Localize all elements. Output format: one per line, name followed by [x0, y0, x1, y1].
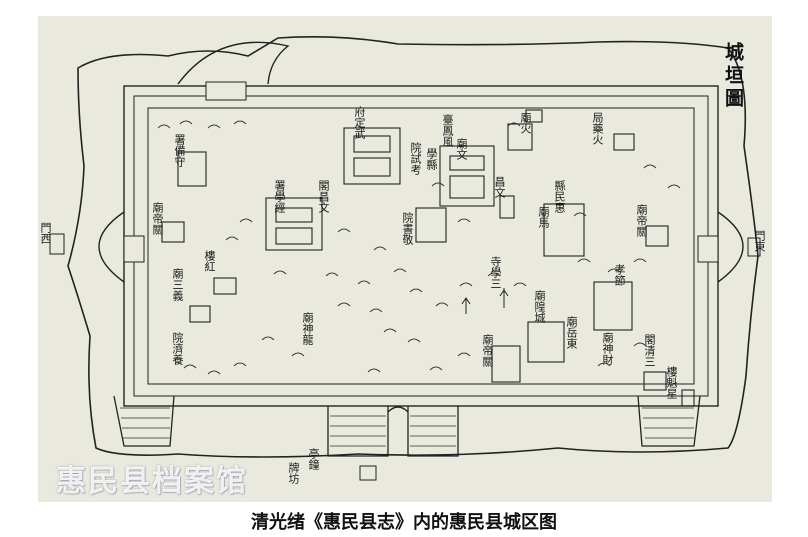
label-east-gate: 門東 — [753, 230, 766, 252]
city-inner-line — [147, 107, 695, 385]
compound-huashen — [265, 197, 323, 251]
city-wall-inner — [133, 95, 709, 397]
compound-jingshu — [415, 207, 447, 243]
label-wenchang-ge: 閣昌文 — [317, 180, 330, 213]
label-chenghuang: 廟隍城 — [533, 290, 546, 323]
label-wenmiao: 廟文 — [455, 138, 468, 160]
label-guandi-west: 廟帝關 — [151, 202, 164, 235]
compound-sanqing — [643, 371, 667, 391]
label-guandi-center: 廟帝關 — [481, 334, 494, 367]
label-yangji: 院濟養 — [171, 332, 184, 365]
tree-marks — [461, 288, 509, 314]
compound-east-outer — [747, 237, 761, 257]
se-bastion — [637, 395, 701, 447]
label-sanyi: 廟三義 — [171, 268, 184, 301]
label-shizi: 牌坊 — [287, 462, 300, 484]
compound-wuding-fu — [343, 127, 401, 185]
label-huowu: 廟火 — [519, 112, 532, 134]
moat-outline — [67, 36, 759, 458]
compound-huiminxian — [543, 203, 585, 257]
north-gate — [177, 41, 290, 85]
compound-honglou — [189, 305, 211, 323]
label-shouzhu: 署備守 — [173, 134, 186, 167]
compound-guandi-east — [645, 225, 669, 247]
label-kuixing: 樓魁星 — [665, 366, 678, 399]
compound-wenchang-ge — [499, 195, 515, 219]
label-fengtai: 臺鳳風 — [441, 114, 454, 147]
city-map-drawing — [49, 36, 761, 481]
label-sanguan: 寺學三 — [489, 256, 502, 289]
compound-west-outer — [49, 233, 65, 255]
south-gate — [327, 406, 459, 457]
label-huoyao: 局藥火 — [591, 112, 604, 145]
label-longshen: 廟神龍 — [301, 312, 314, 345]
east-gate — [717, 211, 744, 283]
sw-bastion — [113, 395, 175, 447]
label-honglou: 樓紅 — [203, 250, 216, 272]
compound-chenghuang — [527, 321, 565, 363]
label-dingzhong: 亭鐘 — [307, 448, 320, 470]
label-kaoshi-yuan: 院試考 — [409, 142, 422, 175]
compound-wenchang — [507, 123, 533, 151]
compound-guandi-west — [161, 221, 185, 243]
label-huashen: 署學經 — [273, 180, 286, 213]
west-gate — [98, 211, 125, 283]
label-wenchang: 昌文 — [493, 176, 506, 198]
compound-kuixing — [681, 389, 695, 407]
label-mashen: 廟馬 — [537, 206, 550, 228]
dwelling-marks — [157, 120, 681, 375]
figure-caption: 清光绪《惠民县志》内的惠民县城区图 — [251, 512, 557, 533]
compound-huoyao — [613, 133, 635, 151]
label-xiao: 孝節 — [613, 264, 626, 286]
label-guandi-east: 廟帝關 — [635, 204, 648, 237]
label-caishen: 廟神財 — [601, 332, 614, 365]
label-sanqing: 閣清三 — [643, 334, 656, 367]
compound-south-shrine — [359, 465, 377, 481]
map-panel: 城垣圖 府定武 臺鳳風 廟文 昌文 院試考 學縣 署備守 署學經 閣昌文 縣民惠… — [38, 16, 772, 502]
compound-sanyi — [213, 277, 237, 295]
label-huiminxian: 縣民惠 — [553, 180, 566, 213]
compound-fengtai — [439, 145, 495, 207]
watermark: 惠民县档案馆 — [56, 464, 248, 499]
label-wuding-fu: 府定武 — [353, 106, 366, 139]
label-west-gate: 門西 — [39, 222, 52, 244]
compound-guandi-center — [491, 345, 521, 383]
map-title: 城垣圖 — [722, 42, 744, 111]
label-dongyue: 廟岳東 — [565, 316, 578, 349]
label-xianxue: 學縣 — [425, 148, 438, 170]
compound-xiao — [593, 281, 633, 331]
compound-mashen — [525, 109, 543, 123]
label-jingshu: 院書敬 — [401, 212, 414, 245]
compound-shouzhu — [177, 151, 207, 187]
wall-crenellations — [133, 95, 709, 397]
